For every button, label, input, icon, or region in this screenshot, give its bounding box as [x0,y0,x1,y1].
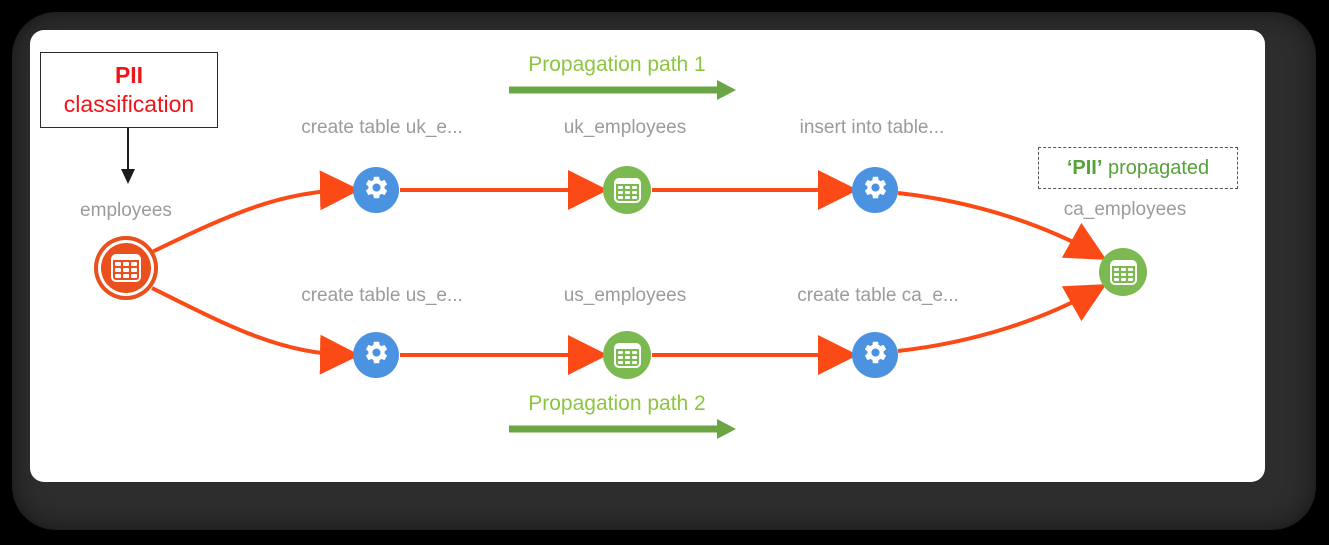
lineage-edge [897,284,1107,353]
propagation-path-2-label: Propagation path 2 [528,392,706,415]
classification-arrow [121,126,135,184]
node-ca-employees[interactable] [1099,248,1147,296]
node-insert-into-table[interactable] [852,167,898,213]
lineage-edge [897,191,1107,260]
node-create-table-uk[interactable] [353,167,399,213]
lineage-edge [151,170,360,254]
propagation-path-1-label: Propagation path 1 [528,53,706,76]
pii-propagated-callout: ‘PII’ propagated [1038,147,1238,189]
pii-propagated-highlight: ‘PII’ [1066,157,1103,179]
propagation-path-1-arrow [509,80,736,100]
propagation-path-2-arrow [509,419,736,439]
node-label-create-table-ca: create table ca_e... [797,285,959,306]
node-create-table-us[interactable] [353,332,399,378]
table-icon [111,254,141,282]
node-label-us-employees: us_employees [563,285,687,306]
node-label-employees: employees [80,200,172,221]
node-create-table-ca[interactable] [852,332,898,378]
node-label-insert-into-table: insert into table... [799,117,945,138]
gear-icon [363,174,390,206]
lineage-edge [151,286,360,375]
lineage-edges-layer [121,80,1107,439]
node-employees[interactable] [94,236,158,300]
node-us-employees[interactable] [603,331,651,379]
gear-icon [862,339,889,371]
table-icon [1109,259,1137,285]
node-label-uk-employees: uk_employees [563,117,687,138]
gear-icon [363,339,390,371]
node-uk-employees[interactable] [603,166,651,214]
gear-icon [862,174,889,206]
lineage-canvas: PII classification Propagation path 1 Pr… [30,30,1265,482]
node-label-create-table-us: create table us_e... [301,285,463,306]
pii-classification-subtitle: classification [63,91,195,117]
table-icon [613,342,641,368]
pii-classification-callout: PII classification [40,52,218,128]
pii-propagated-text: propagated [1102,157,1210,179]
table-icon [613,177,641,203]
pii-classification-title: PII [114,61,144,88]
node-label-create-table-uk: create table uk_e... [301,117,463,138]
node-label-ca-employees: ca_employees [1063,199,1187,220]
